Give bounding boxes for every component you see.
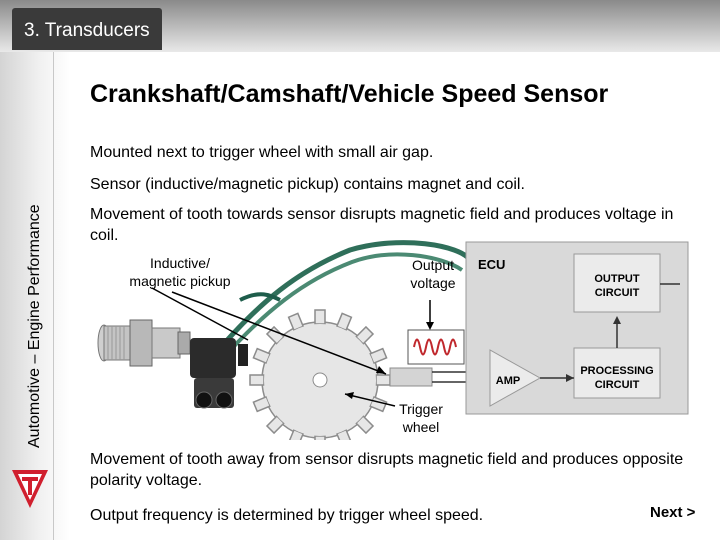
pointer-line bbox=[151, 287, 249, 341]
section-title: 3. Transducers bbox=[24, 20, 150, 41]
inductive-sensor bbox=[97, 319, 191, 367]
bullet-text: Output frequency is determined by trigge… bbox=[90, 507, 484, 524]
sidebar-divider bbox=[53, 52, 54, 540]
sensor-wire bbox=[216, 252, 464, 366]
pointer-line bbox=[171, 291, 387, 375]
sidebar bbox=[0, 52, 70, 540]
amp-block bbox=[489, 349, 542, 407]
sensor-wire bbox=[239, 292, 281, 302]
sensor-wire bbox=[208, 240, 473, 362]
output-circuit-label: OUTPUT CIRCUIT bbox=[576, 272, 658, 300]
pickup-label-line: magnetic pickup bbox=[129, 273, 231, 289]
trigger-wheel-label-line: Trigger bbox=[399, 401, 443, 417]
bullet-text: Movement of tooth away from sensor disru… bbox=[90, 451, 684, 489]
pickup-label: Inductive/ magnetic pickup bbox=[114, 254, 246, 290]
output-circuit-block bbox=[573, 253, 661, 313]
waveform-icon bbox=[413, 338, 457, 356]
trigger-wheel-label-line: wheel bbox=[402, 419, 440, 435]
output-voltage-label: Output voltage bbox=[390, 256, 476, 292]
output-circuit-label-line: CIRCUIT bbox=[594, 287, 640, 299]
section-tab bbox=[12, 8, 162, 50]
slide-title: Crankshaft/Camshaft/Vehicle Speed Sensor bbox=[90, 80, 609, 108]
bullet-text: Mounted next to trigger wheel with small… bbox=[90, 144, 434, 161]
output-voltage-label-line: Output bbox=[411, 257, 455, 273]
output-voltage-label-line: voltage bbox=[410, 275, 456, 291]
amp-label: AMP bbox=[495, 375, 521, 387]
output-circuit-label-line: OUTPUT bbox=[594, 273, 640, 285]
pickup-sensor bbox=[389, 367, 433, 387]
trigger-wheel-label: Trigger wheel bbox=[386, 400, 456, 436]
course-label: Automotive – Engine Performance bbox=[26, 204, 43, 448]
processing-circuit-label-line: CIRCUIT bbox=[594, 379, 640, 391]
ecu-label: ECU bbox=[478, 257, 506, 272]
logo-icon bbox=[12, 470, 48, 508]
pickup-label-line: Inductive/ bbox=[150, 255, 210, 271]
pointer-line bbox=[344, 393, 396, 407]
bullet-text: Movement of tooth towards sensor disrupt… bbox=[90, 206, 674, 244]
waveform-display bbox=[407, 329, 465, 365]
sensor-diagram: Inductive/ magnetic pickup Output voltag… bbox=[90, 240, 690, 440]
bullet-text: Sensor (inductive/magnetic pickup) conta… bbox=[90, 176, 525, 193]
processing-circuit-label-line: PROCESSING bbox=[580, 365, 654, 377]
next-button[interactable]: Next > bbox=[650, 504, 696, 521]
trigger-wheel bbox=[249, 309, 391, 440]
processing-circuit-block bbox=[573, 347, 661, 399]
sensor-connector bbox=[190, 338, 248, 409]
processing-circuit-label: PROCESSING CIRCUIT bbox=[572, 364, 662, 392]
